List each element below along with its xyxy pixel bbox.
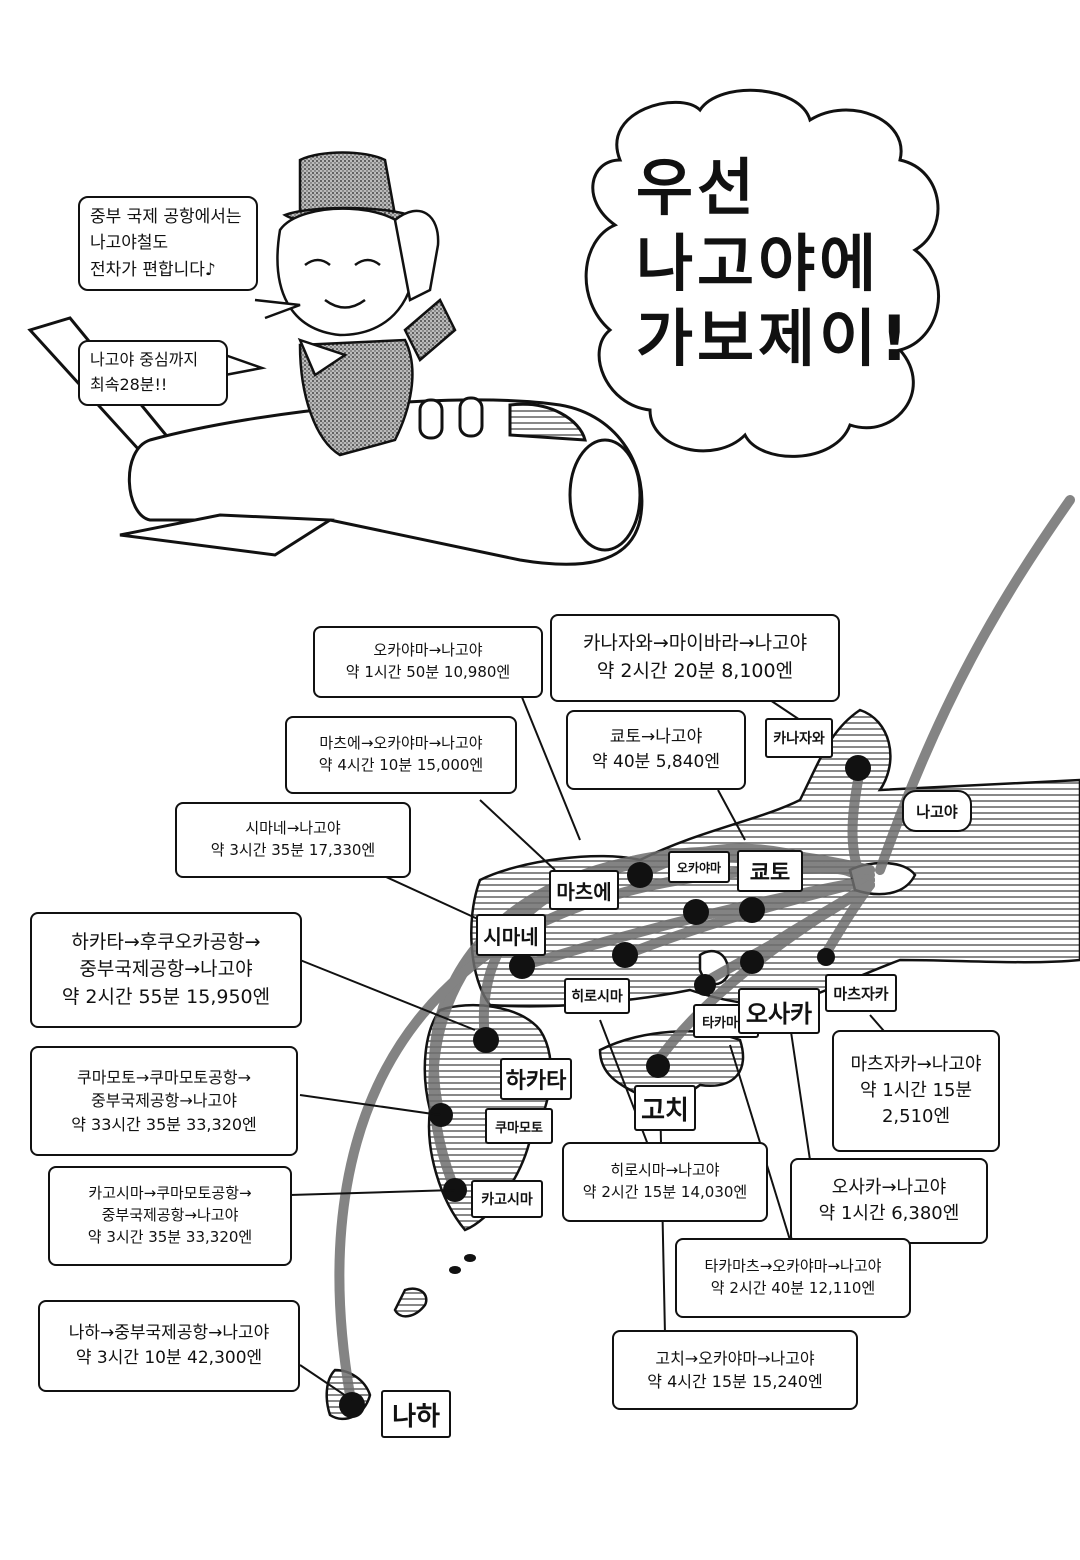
bubble-top-line-3: 전차가 편합니다♪ [90, 259, 216, 280]
route-kochi-line-1: 고치→오카야마→나고야 [655, 1348, 815, 1368]
route-box-osaka: 오사카→나고야 약 1시간 6,380엔 [790, 1158, 988, 1244]
route-box-shimane: 시마네→나고야 약 3시간 35분 17,330엔 [175, 802, 411, 878]
headline: 우선 나고야에 가보제이! [636, 150, 912, 377]
bubble-bottom-line-1: 나고야 중심까지 [90, 350, 199, 369]
route-shimane-line-1: 시마네→나고야 [245, 819, 341, 838]
route-naha-line-1: 나하→중부국제공항→나고야 [68, 1323, 270, 1344]
headline-line-3: 가보제이! [636, 302, 913, 376]
city-label-matsue: 마츠에 [549, 870, 619, 910]
route-osaka-line-2: 약 1시간 6,380엔 [818, 1203, 960, 1224]
route-matsue-line-1: 마츠에→오카야마→나고야 [319, 734, 483, 753]
flight-attendant [276, 151, 457, 457]
route-matsusaka-line-3: 2,510엔 [881, 1106, 951, 1128]
route-box-matsusaka: 마츠자카→나고야 약 1시간 15분 2,510엔 [832, 1030, 1000, 1152]
city-label-naha: 나하 [381, 1390, 451, 1438]
route-kochi-line-2: 약 4시간 15분 15,240엔 [647, 1372, 823, 1391]
city-label-kumamoto: 쿠마모토 [485, 1108, 553, 1144]
route-osaka-line-1: 오사카→나고야 [831, 1176, 947, 1198]
bubble-tail-bottom [224, 353, 267, 377]
route-kumamoto-line-3: 약 33시간 35분 33,320엔 [71, 1114, 257, 1134]
route-takamatsu-line-2: 약 2시간 40분 12,110엔 [710, 1279, 876, 1297]
route-kanazawa-line-2: 약 2시간 20분 8,100엔 [596, 660, 794, 682]
route-kyoto-line-2: 약 40분 5,840엔 [591, 752, 721, 772]
route-shimane-line-2: 약 3시간 35분 17,330엔 [210, 841, 376, 859]
city-label-kochi: 고치 [634, 1085, 696, 1131]
route-kumamoto-line-2: 중부국제공항→나고야 [91, 1091, 237, 1111]
route-takamatsu-line-1: 타카마츠→오카야마→나고야 [704, 1257, 882, 1276]
route-hakata-line-1: 하카타→후쿠오카공항→ [71, 930, 261, 953]
route-box-takamatsu: 타카마츠→오카야마→나고야 약 2시간 40분 12,110엔 [675, 1238, 911, 1318]
route-kanazawa-line-1: 카나자와→마이바라→나고야 [582, 632, 808, 655]
route-matsusaka-line-1: 마츠자카→나고야 [850, 1053, 982, 1075]
route-box-hiroshima: 히로시마→나고야 약 2시간 15분 14,030엔 [562, 1142, 768, 1222]
city-label-shimane: 시마네 [476, 914, 546, 956]
city-label-okayama: 오카야마 [668, 851, 730, 883]
route-kyoto-line-1: 쿄토→나고야 [609, 727, 703, 748]
route-okayama-line-2: 약 1시간 50분 10,980엔 [345, 663, 511, 681]
route-box-matsue: 마츠에→오카야마→나고야 약 4시간 10분 15,000엔 [285, 716, 517, 794]
station-dots [339, 755, 871, 1418]
route-okayama-line-1: 오카야마→나고야 [373, 641, 483, 660]
route-kagoshima-line-2: 중부국제공항→나고야 [101, 1206, 239, 1225]
route-hakata-line-2: 중부국제공항→나고야 [79, 958, 253, 981]
route-box-okayama: 오카야마→나고야 약 1시간 50분 10,980엔 [313, 626, 543, 698]
route-box-kyoto: 쿄토→나고야 약 40분 5,840엔 [566, 710, 746, 790]
route-box-kagoshima: 카고시마→쿠마모토공항→ 중부국제공항→나고야 약 3시간 35분 33,320… [48, 1166, 292, 1266]
bubble-top-line-1: 중부 국제 공항에서는 [90, 207, 242, 227]
route-naha-line-2: 약 3시간 10분 42,300엔 [75, 1348, 263, 1368]
route-matsusaka-line-2: 약 1시간 15분 [859, 1079, 973, 1101]
attendant-bubble-bottom: 나고야 중심까지 최속28분!! [78, 340, 228, 406]
city-label-kagoshima: 카고시마 [471, 1180, 543, 1218]
city-label-matsusaka: 마츠자카 [825, 974, 897, 1012]
city-label-hiroshima: 히로시마 [564, 978, 630, 1014]
route-box-hakata: 하카타→후쿠오카공항→ 중부국제공항→나고야 약 2시간 55분 15,950엔 [30, 912, 302, 1028]
bubble-bottom-line-2: 최속28분!! [90, 374, 168, 394]
headline-line-1: 우선 [636, 151, 759, 224]
route-box-kochi: 고치→오카야마→나고야 약 4시간 15분 15,240엔 [612, 1330, 858, 1410]
route-box-naha: 나하→중부국제공항→나고야 약 3시간 10분 42,300엔 [38, 1300, 300, 1392]
airplane [27, 316, 644, 566]
city-label-kyoto: 쿄토 [737, 850, 803, 892]
route-kagoshima-line-3: 약 3시간 35분 33,320엔 [87, 1227, 253, 1246]
route-hiroshima-line-1: 히로시마→나고야 [610, 1161, 720, 1180]
route-hakata-line-3: 약 2시간 55분 15,950엔 [61, 985, 271, 1008]
route-box-kanazawa: 카나자와→마이바라→나고야 약 2시간 20분 8,100엔 [550, 614, 840, 702]
city-label-nagoya: 나고야 [902, 790, 972, 832]
city-label-hakata: 하카타 [500, 1058, 572, 1100]
route-kagoshima-line-1: 카고시마→쿠마모토공항→ [88, 1184, 252, 1203]
bubble-top-line-2: 나고야철도 [90, 233, 169, 254]
route-hiroshima-line-2: 약 2시간 15분 14,030엔 [582, 1183, 748, 1201]
route-matsue-line-2: 약 4시간 10분 15,000엔 [318, 756, 484, 774]
headline-line-2: 나고야에 [636, 226, 881, 300]
headline-cloud [584, 88, 940, 458]
route-box-kumamoto: 쿠마모토→쿠마모토공항→ 중부국제공항→나고야 약 33시간 35분 33,32… [30, 1046, 298, 1156]
attendant-bubble-top: 중부 국제 공항에서는 나고야철도 전차가 편합니다♪ [78, 196, 258, 292]
city-label-osaka: 오사카 [738, 988, 820, 1034]
bubble-tail-top [254, 298, 301, 320]
route-kumamoto-line-1: 쿠마모토→쿠마모토공항→ [76, 1068, 251, 1088]
city-label-kanazawa: 카나자와 [765, 718, 833, 758]
